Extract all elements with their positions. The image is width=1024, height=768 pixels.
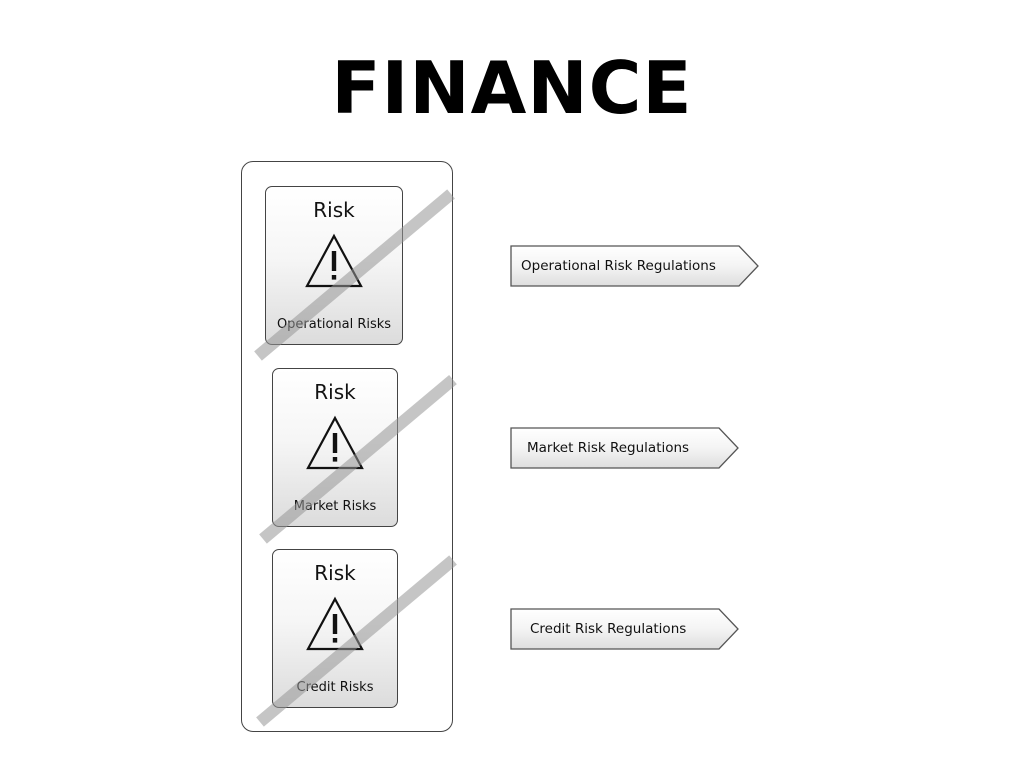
regulation-arrow-market: Market Risk Regulations [510,427,740,469]
regulation-arrow-credit: Credit Risk Regulations [510,608,740,650]
regulation-label: Operational Risk Regulations [521,258,716,274]
arrow-shape [510,608,739,650]
warning-triangle-icon [306,415,364,470]
risk-card-market: Risk Market Risks [272,368,398,527]
regulation-label: Market Risk Regulations [527,440,690,456]
risk-card-label: Market Risks [293,499,377,514]
arrow-shape [510,427,739,469]
page-title: FINANCE [331,46,693,130]
risk-card-heading: Risk [314,561,356,585]
regulation-arrow-operational: Operational Risk Regulations [510,245,760,287]
risk-card-operational: Risk Operational Risks [265,186,403,345]
regulation-label: Credit Risk Regulations [530,621,687,637]
risk-card-label: Operational Risks [276,317,392,332]
risk-card-label: Credit Risks [296,680,374,695]
warning-triangle-icon [305,233,363,288]
risk-card-heading: Risk [313,198,355,222]
risk-card-credit: Risk Credit Risks [272,549,398,708]
warning-triangle-icon [306,596,364,651]
arrow-shape [510,245,759,287]
risk-card-heading: Risk [314,380,356,404]
